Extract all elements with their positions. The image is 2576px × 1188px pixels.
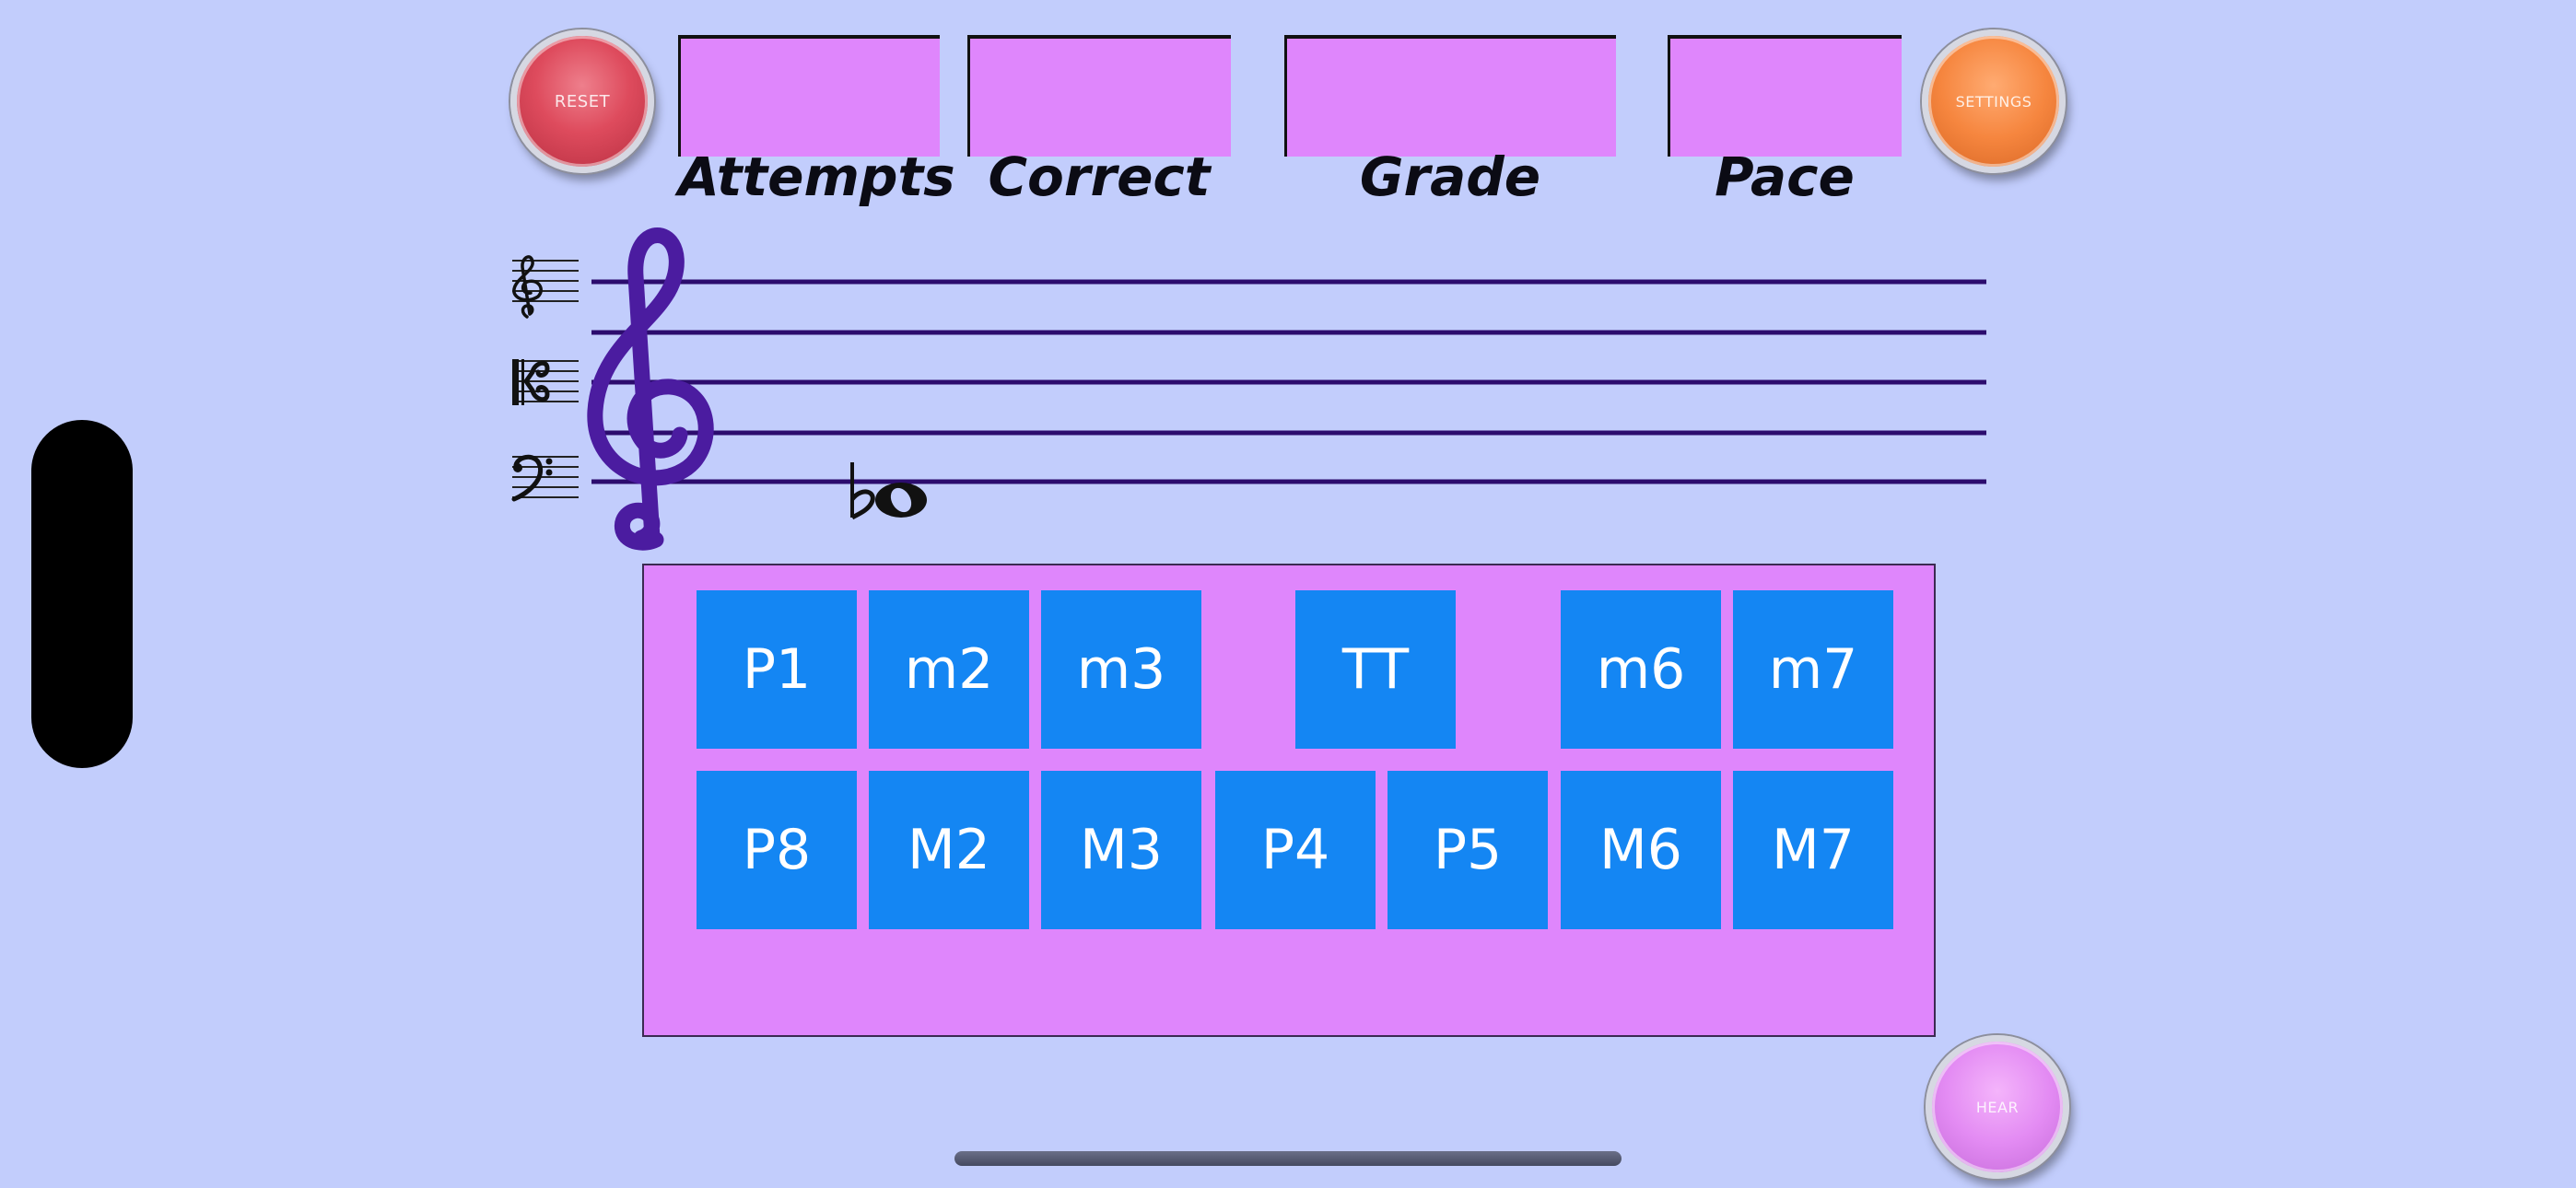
pace-display: [1668, 35, 1902, 157]
attempts-display: [678, 35, 940, 157]
correct-label: Correct: [988, 146, 1211, 208]
interval-button-p4[interactable]: P4: [1215, 771, 1376, 929]
interval-button-p1[interactable]: P1: [697, 590, 857, 749]
music-staff-area: [505, 227, 1986, 551]
interval-button-m2[interactable]: m2: [869, 590, 1029, 749]
flat-accidental-icon: [850, 462, 875, 520]
side-drag-handle[interactable]: [31, 420, 133, 768]
grade-display: [1284, 35, 1616, 157]
whole-note-icon: [875, 483, 927, 518]
grade-label: Grade: [1359, 146, 1541, 208]
interval-answer-panel: P1 m2 m3 TT m6 m7 P8 M2 M3 P4 P5 M6 M7: [642, 564, 1936, 1037]
interval-button-m6[interactable]: m6: [1561, 590, 1721, 749]
interval-button-m7[interactable]: m7: [1733, 590, 1893, 749]
staff-lines: [591, 279, 1986, 484]
interval-button-m3[interactable]: m3: [1041, 590, 1201, 749]
interval-button-maj7[interactable]: M7: [1733, 771, 1893, 929]
interval-button-tt[interactable]: TT: [1295, 590, 1456, 749]
pace-label: Pace: [1715, 146, 1855, 208]
hear-button-label: HEAR: [1975, 1098, 2020, 1116]
alto-clef-selector-icon[interactable]: [505, 350, 580, 420]
treble-clef-icon: [587, 227, 714, 551]
interval-button-p8[interactable]: P8: [697, 771, 857, 929]
attempts-label: Attempts: [678, 146, 955, 208]
interval-button-p5[interactable]: P5: [1388, 771, 1548, 929]
treble-clef-selector-icon[interactable]: [505, 249, 580, 319]
home-indicator-bar[interactable]: [954, 1151, 1622, 1166]
interval-button-maj3[interactable]: M3: [1041, 771, 1201, 929]
hear-button[interactable]: HEAR: [1926, 1035, 2069, 1179]
interval-button-maj2[interactable]: M2: [869, 771, 1029, 929]
correct-display: [967, 35, 1231, 157]
interval-button-maj6[interactable]: M6: [1561, 771, 1721, 929]
bass-clef-selector-icon[interactable]: [505, 446, 580, 516]
